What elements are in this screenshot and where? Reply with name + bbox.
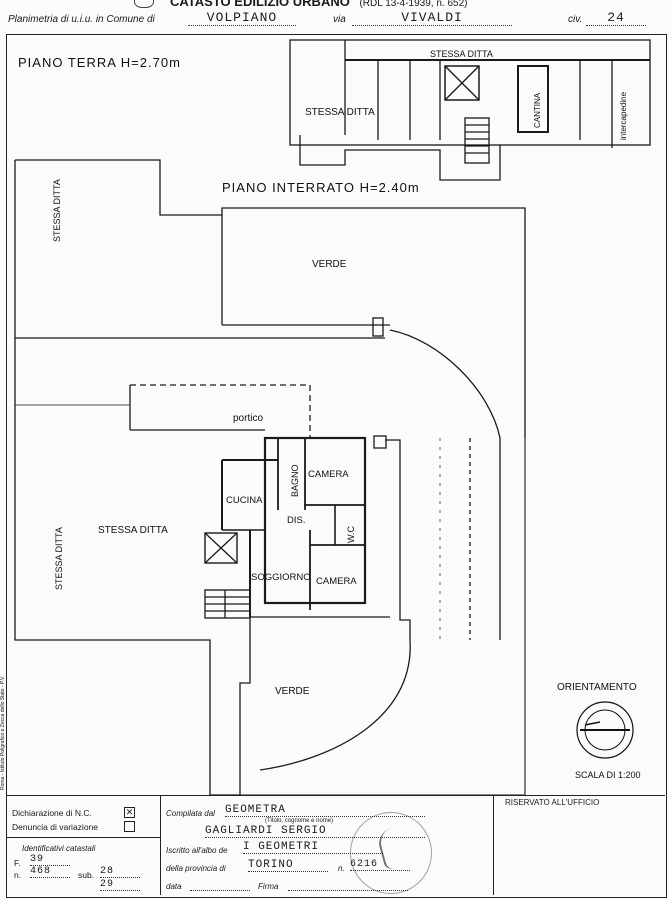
f-label: F. <box>14 858 21 868</box>
footer-divider <box>6 795 665 796</box>
sub-value-2: 29 <box>100 879 140 891</box>
label-cantina: CANTINA <box>533 92 542 128</box>
label-soggiorno: SOGGIORNO <box>251 572 311 583</box>
sub-label: sub. <box>78 870 95 880</box>
footer-row-sep <box>6 837 160 838</box>
compilata-value: GEOMETRA <box>225 804 425 817</box>
firma-value <box>288 878 408 891</box>
label-orientamento: ORIENTAMENTO <box>557 682 637 693</box>
label-bagno: BAGNO <box>290 464 300 497</box>
sheet-frame <box>6 34 667 898</box>
label-wc: W.C <box>346 526 356 543</box>
label-dis: DIS. <box>287 515 305 526</box>
side-note: Roma - Istituto Poligrafico e Zecca dell… <box>0 676 6 790</box>
f-value: 39 <box>30 854 70 866</box>
label-stessa-ditta-center: STESSA DITTA <box>98 525 168 536</box>
lift-shaft <box>204 532 238 564</box>
label-stessa-ditta-top: STESSA DITTA <box>430 49 493 59</box>
denuncia-label: Denuncia di variazione <box>12 822 98 832</box>
via-value: VIVALDI <box>352 10 512 26</box>
label-cucina: CUCINA <box>226 495 263 506</box>
provincia-label: della provincia di <box>166 864 226 873</box>
label-stessa-ditta-left: STESSA DITTA <box>54 527 64 590</box>
compilata-label: Compilata dal <box>166 809 215 818</box>
firma-label: Firma <box>258 882 279 891</box>
label-scala: SCALA DI 1:200 <box>575 770 641 780</box>
label-camera-2: CAMERA <box>316 576 357 587</box>
cantina-room <box>517 65 549 133</box>
official-stamp-icon <box>350 812 432 894</box>
label-verde-bottom: VERDE <box>275 686 310 697</box>
iscritto-label: Iscritto all'albo de <box>166 846 228 855</box>
apartment-core <box>263 436 367 605</box>
identificativi-label: Identificativi catastali <box>22 844 96 853</box>
header-line: Planimetria di u.i.u. in Comune di <box>8 14 155 25</box>
iscritto-value: I GEOMETRI <box>243 841 383 854</box>
label-verde-top: VERDE <box>312 259 347 270</box>
catasto-ref: (RDL 13-4-1939, n. 652) <box>359 0 468 9</box>
civ-label: civ. <box>568 14 583 25</box>
comune-value: VOLPIANO <box>188 10 296 26</box>
civ-value: 24 <box>586 10 646 26</box>
label-stessa-ditta-ground: STESSA DITTA <box>305 107 375 118</box>
label-intercapedine: intercapedine <box>619 91 628 140</box>
footer-col-sep-2 <box>493 795 494 895</box>
catasto-title: CATASTO EDILIZIO URBANO <box>170 0 350 9</box>
n2-label: n. <box>338 864 345 873</box>
data-value <box>190 878 250 891</box>
dichiarazione-checkbox[interactable]: ✕ <box>124 807 135 818</box>
titolo-note: (Titolo, cognome e nome) <box>265 818 334 824</box>
label-piano-terra: PIANO TERRA H=2.70m <box>18 55 181 70</box>
n-label: n. <box>14 870 22 880</box>
footer-col-sep-1 <box>160 795 161 895</box>
label-portico: portico <box>233 413 263 424</box>
label-stessa-ditta-left-top: STESSA DITTA <box>52 179 62 242</box>
provincia-value: TORINO <box>248 859 328 872</box>
stair-detail-top <box>372 317 384 337</box>
riservato-label: RISERVATO ALL'UFFICIO <box>505 798 600 807</box>
data-label: data <box>166 882 182 891</box>
nome-value: GAGLIARDI SERGIO <box>205 825 425 838</box>
compass-icon <box>576 701 634 759</box>
lift-shaft-top <box>444 65 480 101</box>
n-value: 468 <box>30 866 70 878</box>
label-piano-interrato: PIANO INTERRATO H=2.40m <box>222 180 420 195</box>
ground-floor-outline <box>289 39 651 146</box>
planimetria-label: Planimetria di u.i.u. in Comune di <box>8 14 155 25</box>
sub-value-1: 28 <box>100 866 140 878</box>
header-top-title: CATASTO EDILIZIO URBANO (RDL 13-4-1939, … <box>170 0 468 9</box>
via-label: via <box>333 14 346 25</box>
dichiarazione-label: Dichiarazione di N.C. <box>12 808 92 818</box>
label-camera-1: CAMERA <box>308 469 349 480</box>
denuncia-checkbox[interactable] <box>124 821 135 832</box>
